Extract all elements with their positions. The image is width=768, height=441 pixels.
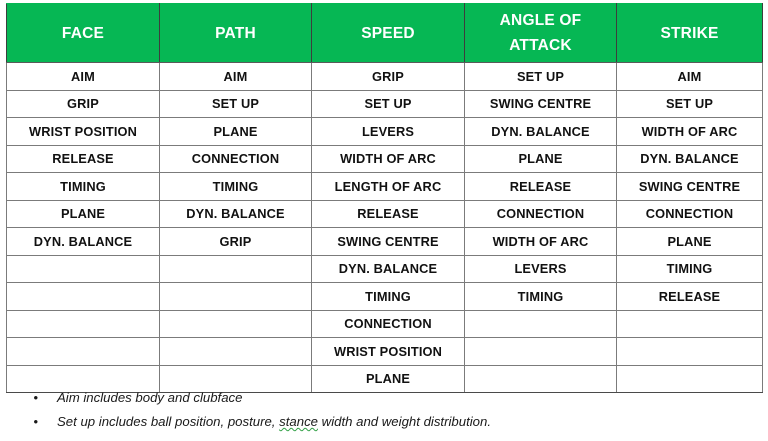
cell-path: SET UP [159,89,312,118]
column-header-strike: STRIKE [616,3,763,63]
cell-face-empty [6,364,160,393]
column-header-strike-label: STRIKE [660,24,719,42]
bullet-icon: • [33,390,38,405]
cell-strike: SET UP [616,89,763,118]
cell-path-empty [159,364,312,393]
column-header-speed: SPEED [311,3,465,63]
cell-face-empty [6,254,160,283]
cell-speed: PLANE [311,364,465,393]
note-text-segment: Set up includes ball position, posture, [57,414,280,429]
cell-speed: CONNECTION [311,309,465,338]
cell-strike: RELEASE [616,282,763,311]
spellcheck-flagged-word[interactable]: stance [279,414,318,429]
cell-strike: CONNECTION [616,199,763,228]
column-header-face: FACE [6,3,160,63]
cell-face-empty [6,282,160,311]
cell-speed: WRIST POSITION [311,337,465,366]
notes-list: • Aim includes body and clubface • Set up i… [0,387,768,435]
cell-path-empty [159,282,312,311]
cell-angle_of_attack: SWING CENTRE [464,89,617,118]
cell-strike-empty [616,337,763,366]
cell-strike: PLANE [616,227,763,256]
cell-speed: DYN. BALANCE [311,254,465,283]
cell-speed: SET UP [311,89,465,118]
note-text-segment: Aim includes body and clubface [57,390,243,405]
cell-path-empty [159,309,312,338]
fundamentals-table-container: FACE PATH SPEED ANGLE OF ATTACK STRIKE [6,3,763,393]
cell-strike: WIDTH OF ARC [616,117,763,146]
table-row: CONNECTION [6,309,763,338]
cell-angle_of_attack: SET UP [464,62,617,91]
cell-angle_of_attack: TIMING [464,282,617,311]
cell-path: TIMING [159,172,312,201]
cell-path: AIM [159,62,312,91]
note-text: Aim includes body and clubface [57,387,242,409]
cell-path-empty [159,254,312,283]
column-header-angle-of-attack-line1: ANGLE OF [499,12,582,29]
cell-angle_of_attack: RELEASE [464,172,617,201]
cell-speed: LENGTH OF ARC [311,172,465,201]
cell-angle_of_attack: WIDTH OF ARC [464,227,617,256]
column-header-speed-label: SPEED [361,24,415,42]
cell-angle_of_attack: LEVERS [464,254,617,283]
cell-angle_of_attack-empty [464,337,617,366]
cell-speed: SWING CENTRE [311,227,465,256]
cell-path: DYN. BALANCE [159,199,312,228]
table-header: FACE PATH SPEED ANGLE OF ATTACK STRIKE [6,3,763,63]
cell-strike-empty [616,309,763,338]
cell-face: DYN. BALANCE [6,227,160,256]
cell-face: AIM [6,62,160,91]
cell-speed: RELEASE [311,199,465,228]
cell-angle_of_attack-empty [464,364,617,393]
column-header-path: PATH [159,3,312,63]
cell-path: PLANE [159,117,312,146]
cell-strike-empty [616,364,763,393]
cell-angle_of_attack: DYN. BALANCE [464,117,617,146]
cell-speed: GRIP [311,62,465,91]
cell-strike: SWING CENTRE [616,172,763,201]
cell-strike: DYN. BALANCE [616,144,763,173]
note-item: • Set up includes ball position, posture,… [0,411,768,435]
cell-strike: AIM [616,62,763,91]
fundamentals-table: FACE PATH SPEED ANGLE OF ATTACK STRIKE [6,3,763,393]
cell-angle_of_attack: PLANE [464,144,617,173]
column-header-path-label: PATH [215,24,256,42]
cell-face-empty [6,337,160,366]
note-text: Set up includes ball position, posture, … [57,411,491,433]
column-header-angle-of-attack-line2: ATTACK [509,37,572,54]
header-row: FACE PATH SPEED ANGLE OF ATTACK STRIKE [6,3,763,63]
note-item: • Aim includes body and clubface [0,387,768,411]
cell-speed: LEVERS [311,117,465,146]
cell-face: GRIP [6,89,160,118]
cell-angle_of_attack: CONNECTION [464,199,617,228]
table-row: PLANE [6,364,763,393]
cell-speed: WIDTH OF ARC [311,144,465,173]
cell-path-empty [159,337,312,366]
table-row: WRIST POSITION [6,337,763,366]
cell-face-empty [6,309,160,338]
cell-face: WRIST POSITION [6,117,160,146]
cell-face: TIMING [6,172,160,201]
cell-path: CONNECTION [159,144,312,173]
column-header-angle-of-attack: ANGLE OF ATTACK [464,3,617,63]
cell-face: RELEASE [6,144,160,173]
column-header-face-label: FACE [61,24,105,42]
note-text-segment: width and weight distribution. [318,414,492,429]
cell-strike: TIMING [616,254,763,283]
cell-angle_of_attack-empty [464,309,617,338]
cell-speed: TIMING [311,282,465,311]
cell-face: PLANE [6,199,160,228]
cell-path: GRIP [159,227,312,256]
bullet-icon: • [33,414,38,429]
